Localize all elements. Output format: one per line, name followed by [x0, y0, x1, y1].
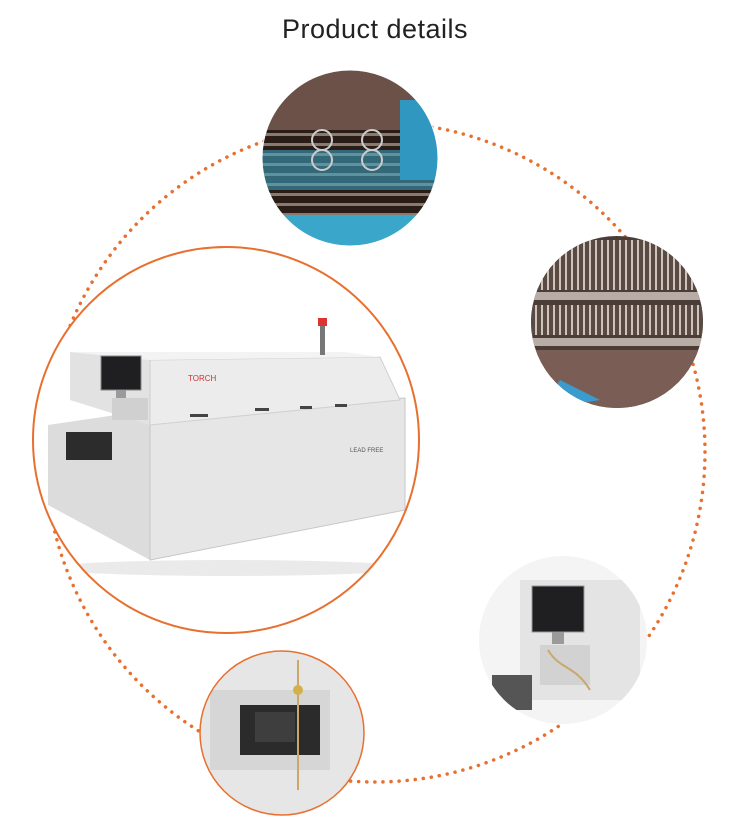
main-machine-image: TORCH LEAD FREE [33, 247, 419, 633]
detail-conveyor-image [262, 70, 438, 246]
brand-label: TORCH [188, 374, 217, 383]
model-label: LEAD FREE [350, 448, 383, 454]
detail-monitor-image [479, 556, 647, 724]
main-circle-border [32, 246, 420, 634]
detail-rail-image [200, 651, 364, 815]
page-title: Product details [281, 14, 469, 44]
detail-heater-image [531, 236, 703, 408]
